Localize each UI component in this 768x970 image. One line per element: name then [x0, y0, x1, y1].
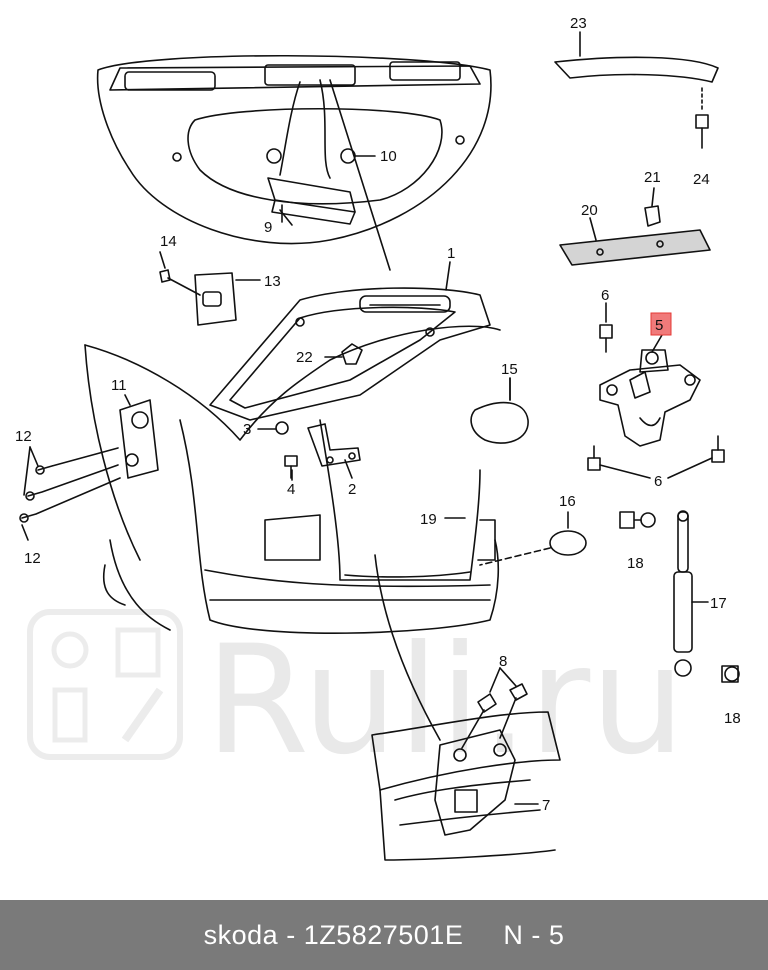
callout-14: 14	[160, 233, 177, 250]
callout-3: 3	[243, 421, 251, 438]
footer-reference: N - 5	[503, 919, 565, 950]
callout-16: 16	[559, 493, 576, 510]
part-18-ball-stud	[619, 511, 740, 683]
part-1-tailgate	[209, 287, 491, 421]
watermark: Ruli.ru	[27, 609, 685, 788]
car-body	[84, 325, 501, 634]
part-15-cap	[470, 377, 529, 444]
part-2-hinge	[307, 423, 361, 467]
watermark-spring-icon	[121, 687, 164, 743]
part-info-footer: skoda - 1Z5827501E N - 5	[0, 900, 768, 970]
part-13-switch	[194, 272, 261, 326]
callout-18-top: 18	[627, 555, 644, 572]
watermark-logo-frame	[27, 609, 183, 760]
part-22-clip	[324, 343, 363, 365]
watermark-text: Ruli.ru	[205, 614, 685, 788]
exploded-parts-diagram: Ruli.ru	[15, 15, 741, 861]
callout-5: 5	[655, 317, 663, 334]
callout-24: 24	[693, 171, 710, 188]
callout-10: 10	[380, 148, 397, 165]
part-14-screw	[159, 269, 201, 296]
part-9-handle	[267, 177, 356, 225]
part-11-buffer	[119, 399, 159, 479]
callout-11: 11	[111, 377, 127, 394]
part-6-screws	[587, 324, 725, 479]
highlight-box-part-5	[650, 312, 672, 336]
callout-12-bottom: 12	[24, 550, 41, 567]
part-16-seal	[479, 511, 587, 566]
part-5-lock-actuator	[599, 334, 701, 447]
callout-6-top: 6	[601, 287, 609, 304]
part-17-gas-strut	[673, 510, 709, 677]
part-24-screw	[695, 87, 709, 149]
callout-4: 4	[287, 481, 295, 498]
callout-18-bottom: 18	[724, 710, 741, 727]
callout-23: 23	[570, 15, 587, 32]
footer-part-number: 1Z5827501E	[303, 919, 464, 950]
part-3-nut	[257, 421, 289, 435]
roof-interior-panel	[96, 54, 492, 271]
callout-21: 21	[644, 169, 661, 186]
part-20-trim-strip	[559, 229, 711, 266]
callout-7: 7	[542, 797, 550, 814]
callout-1: 1	[447, 245, 455, 262]
leader-lines	[124, 187, 655, 481]
callout-17: 17	[710, 595, 727, 612]
lower-detail-panel	[371, 554, 561, 861]
footer-separator: -	[286, 919, 296, 950]
part-21-clip	[644, 205, 661, 227]
callout-9: 9	[264, 219, 272, 236]
callout-13: 13	[264, 273, 281, 290]
part-10-nut	[266, 148, 376, 164]
callout-8: 8	[499, 653, 507, 670]
callout-2: 2	[348, 481, 356, 498]
callout-20: 20	[581, 202, 598, 219]
part-4-bolt	[284, 455, 298, 479]
callout-22: 22	[296, 349, 313, 366]
footer-brand: skoda	[203, 919, 279, 950]
callout-15: 15	[501, 361, 518, 378]
watermark-door-icon	[115, 627, 161, 678]
callout-12-top: 12	[15, 428, 32, 445]
part-7-latch	[434, 729, 539, 836]
part-23-trim	[554, 31, 719, 83]
watermark-logo-icon	[51, 631, 89, 669]
watermark-bottle-icon	[52, 687, 88, 743]
callout-6-bottom: 6	[654, 473, 662, 490]
callout-19: 19	[420, 511, 437, 528]
callout-labels: 1 2 3 4 5 6 6 7 8 9 10 11 12 12 13 14 15…	[15, 15, 741, 814]
part-8-bolts	[461, 667, 528, 749]
part-12-bolts	[19, 446, 121, 541]
